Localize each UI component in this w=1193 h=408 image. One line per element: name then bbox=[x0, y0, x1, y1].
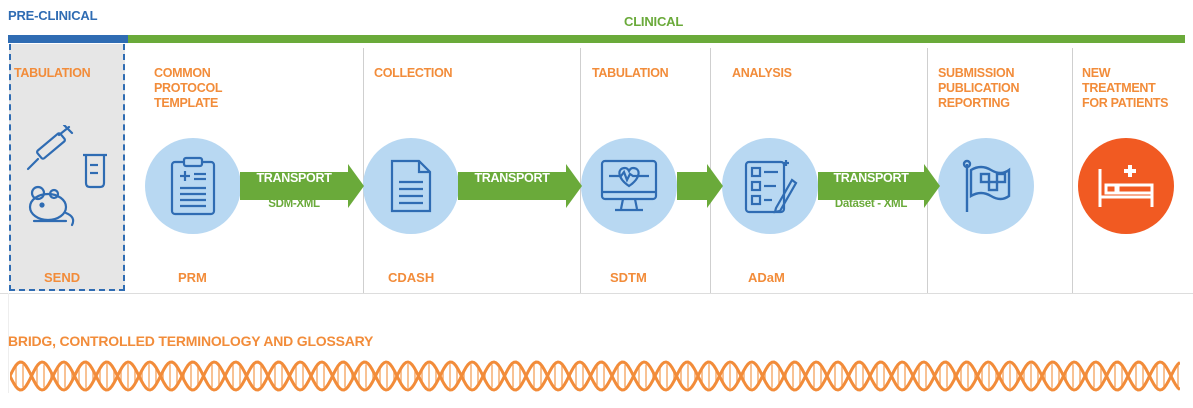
hospital-bed-icon bbox=[1098, 165, 1154, 207]
treatment-circle bbox=[1078, 138, 1174, 234]
footer-edge bbox=[8, 293, 9, 393]
cdash-circle bbox=[363, 138, 459, 234]
cdash-label: CDASH bbox=[388, 270, 435, 285]
document-icon bbox=[390, 159, 432, 213]
footer-divider bbox=[0, 293, 1193, 294]
dna-strand-icon bbox=[10, 360, 1180, 392]
monitor-heartbeat-icon bbox=[600, 159, 658, 212]
clinical-bar bbox=[128, 35, 1185, 43]
adam-label: ADaM bbox=[748, 270, 785, 285]
adam-circle bbox=[722, 138, 818, 234]
arrow bbox=[677, 164, 723, 208]
beaker-icon bbox=[83, 153, 107, 189]
prm-circle bbox=[145, 138, 241, 234]
syringe-icon bbox=[26, 125, 74, 171]
clipboard-icon bbox=[170, 156, 216, 216]
checklist-icon bbox=[744, 160, 798, 214]
flag-icon bbox=[962, 159, 1011, 212]
stage-tabulation-label: TABULATION bbox=[592, 66, 669, 80]
preclinical-stage-label: TABULATION bbox=[14, 66, 91, 80]
mouse-icon bbox=[28, 185, 75, 227]
separator bbox=[1072, 48, 1073, 293]
sdtm-circle bbox=[581, 138, 677, 234]
stage-collection-label: COLLECTION bbox=[374, 66, 453, 80]
send-label: SEND bbox=[44, 270, 81, 285]
submission-circle bbox=[938, 138, 1034, 234]
clinical-header: CLINICAL bbox=[624, 14, 684, 29]
sdtm-label: SDTM bbox=[610, 270, 647, 285]
transport-arrow: TRANSPORT ODM-XML bbox=[458, 164, 582, 208]
prm-label: PRM bbox=[178, 270, 207, 285]
preclinical-header: PRE-CLINICAL bbox=[8, 8, 98, 23]
stage-analysis-label: ANALYSIS bbox=[732, 66, 792, 80]
preclinical-icons bbox=[26, 125, 107, 227]
preclinical-bar bbox=[8, 35, 128, 43]
footer-title: BRIDG, CONTROLLED TERMINOLOGY AND GLOSSA… bbox=[8, 333, 374, 349]
